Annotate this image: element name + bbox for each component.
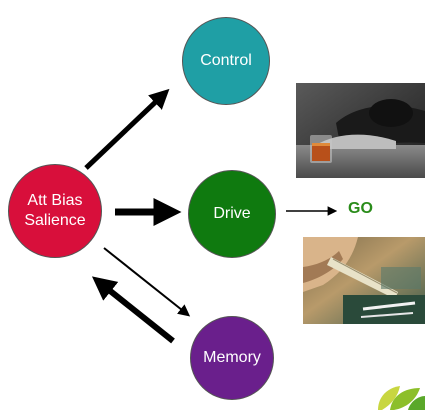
drinking-photo xyxy=(296,83,425,178)
control-node: Control xyxy=(182,17,270,105)
attention-bias-label: Att Bias Salience xyxy=(24,191,85,231)
salience-line: Salience xyxy=(24,212,86,229)
drug-use-photo xyxy=(303,237,425,324)
drug-use-photo-image xyxy=(303,237,425,324)
drinking-photo-image xyxy=(296,83,425,178)
arrow-att-to-memory xyxy=(103,247,191,317)
memory-node: Memory xyxy=(190,316,274,400)
drive-node: Drive xyxy=(188,170,276,258)
control-label: Control xyxy=(200,52,252,69)
go-outcome-label: GO xyxy=(348,200,373,217)
drive-label: Drive xyxy=(213,205,251,222)
memory-label: Memory xyxy=(203,349,261,366)
att-bias-line: Att Bias xyxy=(27,192,83,209)
arrow-memory-to-att xyxy=(91,276,175,344)
green-leaf-logo-icon xyxy=(378,386,425,410)
arrow-att-to-control xyxy=(84,88,170,170)
attention-bias-salience-node: Att Bias Salience xyxy=(8,164,102,258)
